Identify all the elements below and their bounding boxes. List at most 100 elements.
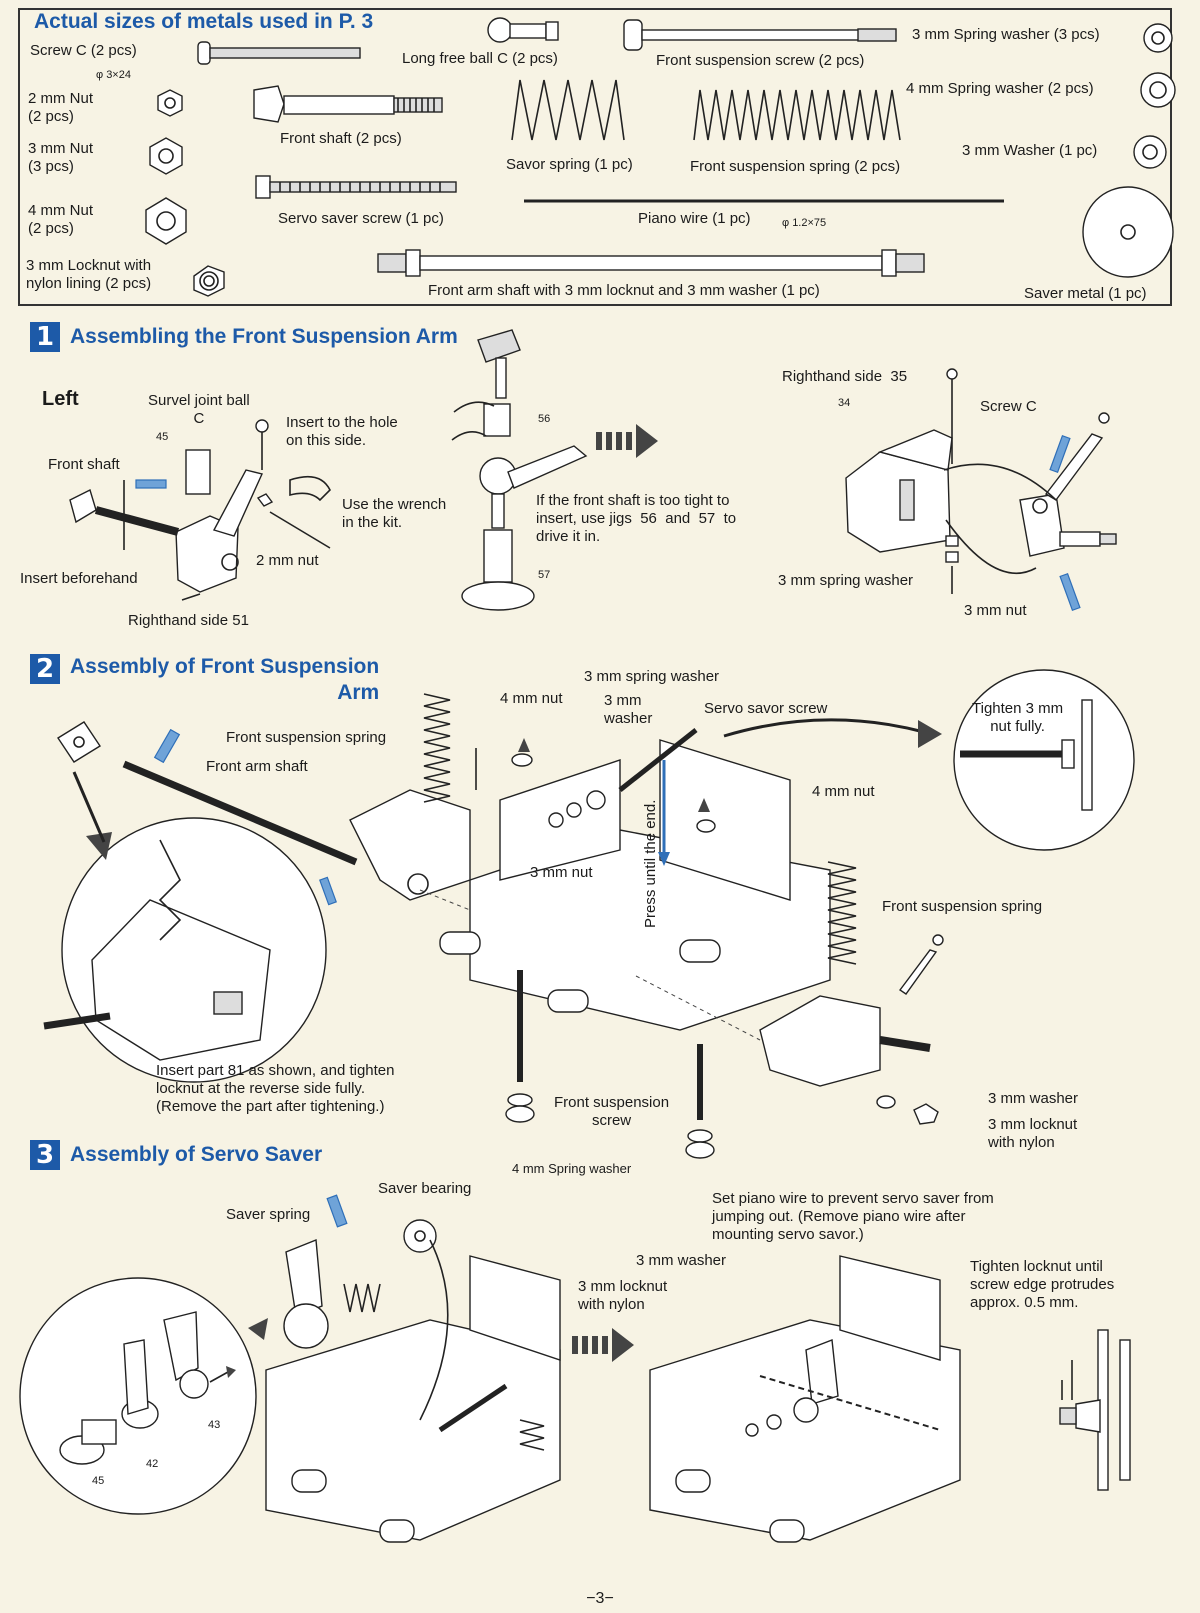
locknut-illustration <box>193 265 225 297</box>
long-free-ball-label: Long free ball C (2 pcs) <box>402 50 558 67</box>
front-suspension-spring-illustration <box>693 89 901 141</box>
parts-title: Actual sizes of metals used in P. 3 <box>34 10 374 33</box>
step-1-number: 1 <box>30 322 60 352</box>
step1-jig-note: If the front shaft is too tight to inser… <box>536 492 737 545</box>
chassis-illustration <box>439 739 831 1031</box>
step2-front-susp-spring2-label: Front suspension spring <box>882 898 1043 915</box>
step-2-number: 2 <box>30 654 60 684</box>
washer-3mm-illustration <box>1133 135 1167 169</box>
screw-c-label: Screw C (2 pcs) <box>30 42 137 59</box>
step3-part42-label: 42 <box>146 1458 159 1470</box>
press-arrow <box>658 760 670 866</box>
front-suspension-screw-illustration <box>623 19 897 51</box>
servo-saver-screw-label: Servo saver screw (1 pc) <box>278 210 444 227</box>
step1-part45-label: 45 <box>156 431 169 443</box>
saver-metal-label: Saver metal (1 pc) <box>1024 285 1147 302</box>
step3-saver-spring-label: Saver spring <box>226 1206 311 1223</box>
step2-locknut-label: 3 mm locknut with nylon <box>988 1116 1078 1151</box>
step1-front-shaft-label: Front shaft <box>48 456 120 473</box>
step1-survel-ball-label: Survel joint ball C <box>148 392 250 427</box>
step2-washer3-label: 3 mm washer <box>604 692 653 727</box>
washers-nuts-step2 <box>511 728 939 1125</box>
piano-wire-label: Piano wire (1 pc) <box>638 210 751 227</box>
step2-front-susp-spring-label: Front suspension spring <box>226 729 387 746</box>
step3-piano-note: Set piano wire to prevent servo saver fr… <box>712 1190 994 1243</box>
front-arm-shaft-illustration <box>377 249 925 277</box>
savor-spring-illustration <box>511 79 625 141</box>
step1-screw-c-label: Screw C <box>980 398 1037 415</box>
step-2-title: Assembly of Front Suspension Arm <box>70 655 380 704</box>
spring-washer-3mm-illustration <box>1143 23 1173 53</box>
step1-part34-label: 34 <box>838 397 851 409</box>
step1-insert-hole-label: Insert to the hole on this side. <box>286 414 398 449</box>
step2-front-arm-shaft-label: Front arm shaft <box>206 758 308 775</box>
step3-locknut-label: 3 mm locknut with nylon <box>578 1278 668 1313</box>
step-2-flow-arrow <box>723 718 942 748</box>
washer-3mm-label: 3 mm Washer (1 pc) <box>962 142 1098 159</box>
hammer-jig-illustration <box>451 329 588 611</box>
magnified-detail-right <box>953 669 1135 851</box>
screw-c-dim-label: φ 3×24 <box>96 69 131 81</box>
step1-nut3-label: 3 mm nut <box>964 602 1027 619</box>
step1-use-wrench-label: Use the wrench in the kit. <box>342 496 447 531</box>
step-1-flow-arrow <box>596 424 658 458</box>
nut-2mm-illustration <box>157 89 183 117</box>
front-shaft-illustration <box>253 85 443 123</box>
left-arm-step2 <box>349 693 477 901</box>
step2-front-susp-screw-label: Front suspension screw <box>554 1094 670 1129</box>
page-number: −3− <box>586 1590 614 1607</box>
right-arm-assembly-illustration <box>845 368 1117 612</box>
step3-saver-bearing-label: Saver bearing <box>378 1180 472 1197</box>
step-1-title: Assembling the Front Suspension Arm <box>70 325 458 348</box>
servo-saver-screw-illustration <box>255 175 457 199</box>
step2-nut3-label: 3 mm nut <box>530 864 593 881</box>
step2-washer3b-label: 3 mm washer <box>988 1090 1079 1107</box>
screw-c-illustration <box>197 41 361 65</box>
step-3-heading: 3 Assembly of Servo Saver <box>30 1140 322 1170</box>
step1-part56-label: 56 <box>538 413 551 425</box>
spring-washer-4mm-illustration <box>1140 72 1176 108</box>
step1-part57-label: 57 <box>538 569 551 581</box>
step3-washer3-label: 3 mm washer <box>636 1252 727 1269</box>
nut-4mm-label: 4 mm Nut (2 pcs) <box>28 202 94 237</box>
step1-insert-beforehand-label: Insert beforehand <box>20 570 138 587</box>
front-arm-shaft-step2 <box>122 760 358 906</box>
front-suspension-screw-label: Front suspension screw (2 pcs) <box>656 52 865 69</box>
step2-nut4b-label: 4 mm nut <box>812 783 875 800</box>
long-free-ball-illustration <box>487 17 559 43</box>
front-arm-shaft-label: Front arm shaft with 3 mm locknut and 3 … <box>428 282 820 299</box>
step2-nut4a-label: 4 mm nut <box>500 690 563 707</box>
step2-tighten-label: Tighten 3 mm nut fully. <box>972 700 1064 735</box>
front-shaft-label: Front shaft (2 pcs) <box>280 130 402 147</box>
servo-saver-parts-detail <box>19 1277 257 1515</box>
step2-servo-savor-screw-label: Servo savor screw <box>704 700 828 717</box>
step1-righthand51-label: Righthand side 51 <box>128 612 249 629</box>
saver-metal-illustration <box>1082 186 1174 278</box>
part-81-illustration <box>57 721 181 764</box>
step2-spring-washer-label: 3 mm spring washer <box>584 668 720 685</box>
spring-washer-3mm-label: 3 mm Spring washer (3 pcs) <box>912 26 1100 43</box>
parts-frame <box>18 8 1172 306</box>
step1-spring-washer-label: 3 mm spring washer <box>778 572 914 589</box>
step-3-title: Assembly of Servo Saver <box>70 1143 323 1166</box>
chassis-step3-right <box>649 1255 961 1543</box>
magnified-detail-left <box>43 771 327 1083</box>
chassis-step3-left <box>265 1239 561 1543</box>
step2-spring-washer4-label: 4 mm Spring washer <box>512 1161 632 1176</box>
nut-4mm-illustration <box>145 197 187 245</box>
step-1-heading: 1 Assembling the Front Suspension Arm <box>30 322 458 352</box>
step1-righthand35-label: Righthand side 35 <box>782 368 908 385</box>
step2-insert81-note: Insert part 81 as shown, and tighten loc… <box>156 1062 395 1115</box>
saver-assembly-exploded <box>248 1194 437 1349</box>
nut-2mm-label: 2 mm Nut (2 pcs) <box>28 90 94 125</box>
front-suspension-spring-label: Front suspension spring (2 pcs) <box>690 158 901 175</box>
step-3-flow-arrow <box>572 1328 634 1362</box>
left-knuckle-illustration <box>69 419 331 601</box>
step3-part45-label: 45 <box>92 1475 105 1487</box>
step3-tighten-locknut-label: Tighten locknut until screw edge protrud… <box>970 1258 1115 1311</box>
step-3-number: 3 <box>30 1140 60 1170</box>
